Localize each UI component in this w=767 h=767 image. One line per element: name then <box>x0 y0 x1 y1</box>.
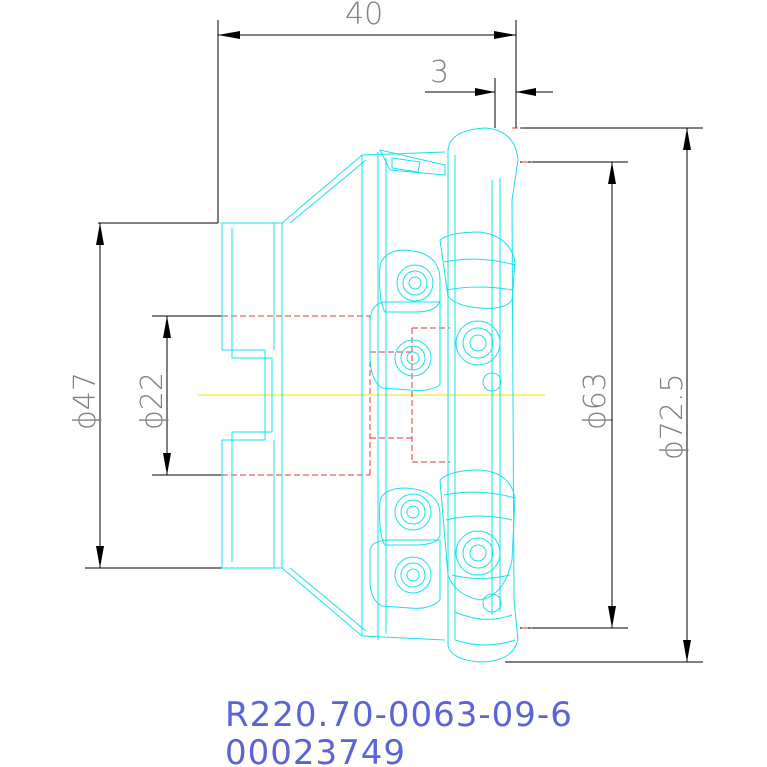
part-number: 00023749 <box>225 733 406 767</box>
clamp-screws <box>394 264 502 613</box>
part-code: R220.70-0063-09-6 <box>225 695 573 735</box>
screw-icon <box>482 372 502 392</box>
dim-phi72-5-label: ϕ72.5 <box>655 373 690 460</box>
dim-3-label: 3 <box>430 55 449 90</box>
screw-icon <box>394 493 432 531</box>
dimension-40: 40 <box>98 0 517 224</box>
dimension-3: 3 <box>425 55 553 128</box>
dimension-phi63: ϕ63 <box>520 161 628 629</box>
dimension-phi72-5: ϕ72.5 <box>505 127 703 663</box>
screw-icon <box>394 339 432 377</box>
dim-phi63-label: ϕ63 <box>578 372 613 430</box>
dim-40-label: 40 <box>345 0 383 32</box>
screw-icon <box>394 556 432 594</box>
dimension-phi47: ϕ47 <box>68 223 222 569</box>
dim-phi22-label: ϕ22 <box>135 372 170 430</box>
cutter-body <box>221 127 519 663</box>
hidden-lines <box>222 127 532 629</box>
screw-icon <box>396 264 434 302</box>
dimension-phi22: ϕ22 <box>135 315 222 476</box>
screw-icon <box>482 593 502 613</box>
dim-phi47-label: ϕ47 <box>68 372 103 430</box>
screw-icon <box>455 320 501 366</box>
screw-icon <box>455 530 501 576</box>
